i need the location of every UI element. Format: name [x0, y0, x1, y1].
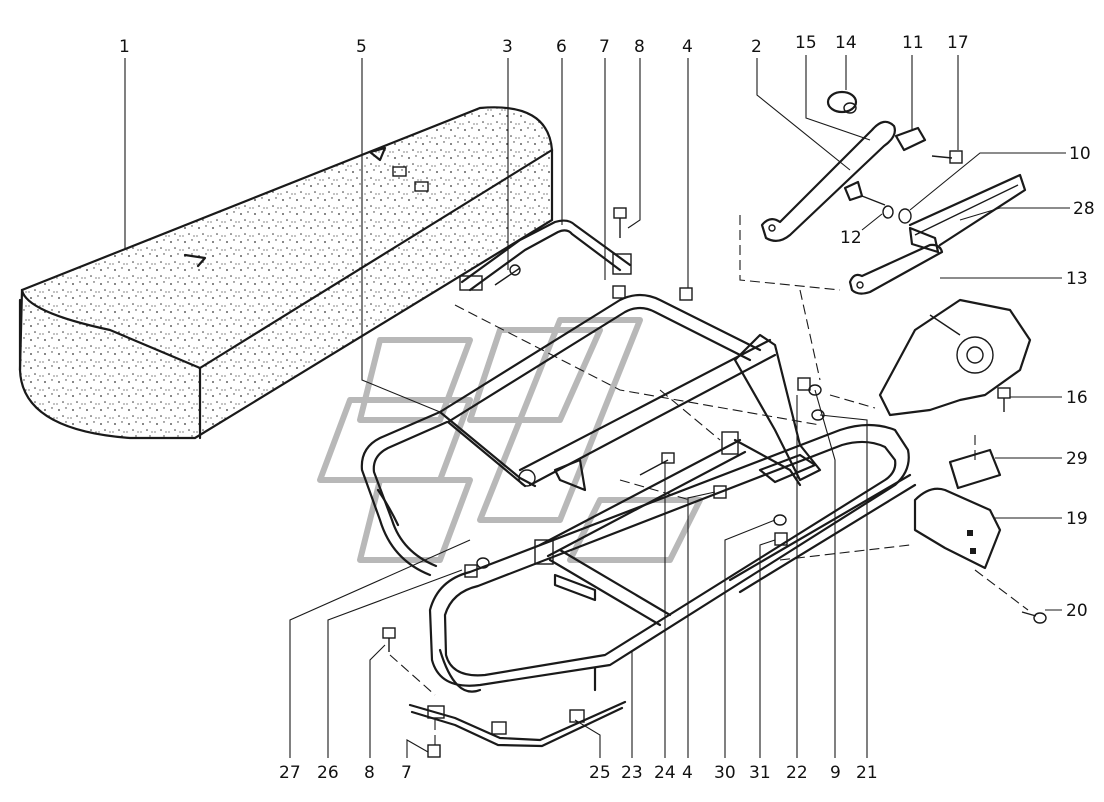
- part-24-bolt: [639, 452, 675, 476]
- part-12-bolt: [843, 180, 894, 219]
- callout-10: 10: [1069, 144, 1091, 164]
- part-20-screw: [1021, 611, 1047, 624]
- skid-cross-members: [534, 431, 817, 627]
- callout-3: 3: [502, 37, 513, 57]
- callout-22: 22: [786, 763, 808, 783]
- callout-8: 8: [634, 37, 645, 57]
- callout-25: 25: [589, 763, 611, 783]
- part-26-washer: [476, 557, 490, 569]
- part-3-bolt: [494, 264, 521, 286]
- callout-26: 26: [317, 763, 339, 783]
- callout-12: 12: [840, 228, 862, 248]
- part-28-tractor-bracket: [878, 173, 1032, 417]
- part-17-bolt: [931, 150, 963, 164]
- callout-28: 28: [1073, 199, 1095, 219]
- leader-lines: [124, 55, 1070, 758]
- main-frame-left-tube: [360, 410, 449, 577]
- callout-7: 7: [599, 37, 610, 57]
- part-16-bolt: [997, 387, 1011, 412]
- callout-7-lower: 7: [401, 763, 412, 783]
- callout-19: 19: [1066, 509, 1088, 529]
- part-22-nut: [797, 377, 811, 391]
- callout-29: 29: [1066, 449, 1088, 469]
- callout-30: 30: [714, 763, 736, 783]
- part-25-lower-rod: [408, 700, 627, 748]
- part-27-nut: [464, 564, 478, 578]
- part-30-washer: [773, 514, 787, 526]
- part-8-bolt-lower: [382, 627, 396, 652]
- callout-17: 17: [947, 33, 969, 53]
- part-7-nut-lower: [427, 744, 441, 758]
- callout-5: 5: [356, 37, 367, 57]
- callout-24: 24: [654, 763, 676, 783]
- callout-4-lower: 4: [682, 763, 693, 783]
- part-31-nut: [774, 532, 788, 546]
- part-14-washer: [826, 90, 858, 114]
- part-8-bolt-upper: [613, 207, 627, 238]
- part-10-bushing: [898, 208, 940, 254]
- assembly-dashed-lines: [389, 215, 1029, 745]
- callout-8-lower: 8: [364, 763, 375, 783]
- callout-2: 2: [751, 37, 762, 57]
- callout-23: 23: [621, 763, 643, 783]
- callout-13: 13: [1066, 269, 1088, 289]
- part-1-cover: [18, 106, 554, 440]
- callout-20: 20: [1066, 601, 1088, 621]
- part-13-link: [848, 243, 944, 295]
- part-4-nut-upper: [679, 287, 693, 301]
- callout-4: 4: [682, 37, 693, 57]
- callout-11: 11: [902, 33, 924, 53]
- part-29-plate: [948, 448, 1002, 490]
- part-19-shield: [913, 487, 1002, 570]
- callout-14: 14: [835, 33, 857, 53]
- callout-15: 15: [795, 33, 817, 53]
- callout-6: 6: [556, 37, 567, 57]
- callout-labels: 1 5 3 6 7 8 4 2 15 14 11 17 10 28 12 13 …: [119, 33, 1095, 783]
- callout-1: 1: [119, 37, 130, 57]
- callout-16: 16: [1066, 388, 1088, 408]
- callout-21: 21: [856, 763, 878, 783]
- main-frame-upper: [438, 293, 822, 492]
- callout-27: 27: [279, 763, 301, 783]
- part-7-nut-upper: [612, 285, 626, 299]
- part-6-upper-rod: [459, 219, 632, 292]
- callout-9: 9: [830, 763, 841, 783]
- part-9-washer: [808, 384, 822, 396]
- part-11-plate: [894, 126, 927, 152]
- part-2-lever: [760, 120, 896, 242]
- callout-31: 31: [749, 763, 771, 783]
